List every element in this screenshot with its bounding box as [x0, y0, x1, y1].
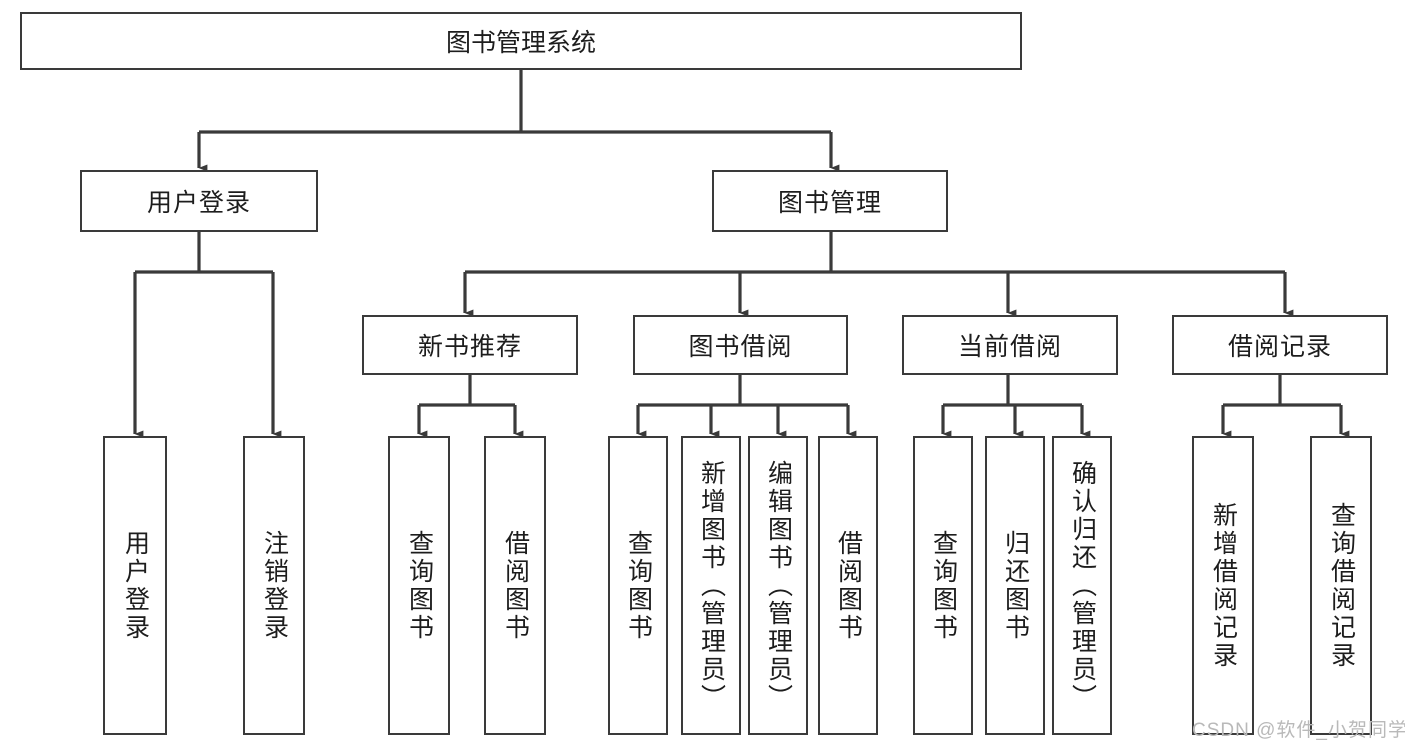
node-leaf-edit-book-label: 编辑图书（管理员）: [764, 459, 793, 712]
node-book-manage-label: 图书管理: [777, 189, 882, 217]
node-leaf-edit-book[interactable]: 编辑图书（管理员）: [748, 436, 808, 735]
node-leaf-add-record[interactable]: 新增借阅记录: [1192, 436, 1254, 735]
node-leaf-borrow-book-1[interactable]: 借阅图书: [484, 436, 546, 735]
node-leaf-logout-label: 注销登录: [260, 529, 289, 642]
node-leaf-borrow-book-1-label: 借阅图书: [501, 529, 530, 642]
node-leaf-user-login[interactable]: 用户登录: [103, 436, 167, 735]
node-current-borrow-label: 当前借阅: [957, 333, 1062, 361]
node-book-borrow-label: 图书借阅: [688, 333, 793, 361]
node-leaf-add-book[interactable]: 新增图书（管理员）: [681, 436, 741, 735]
node-leaf-return-book[interactable]: 归还图书: [985, 436, 1045, 735]
node-user-login[interactable]: 用户登录: [80, 170, 318, 232]
node-leaf-add-book-label: 新增图书（管理员）: [697, 459, 726, 712]
node-leaf-borrow-book-2-label: 借阅图书: [834, 529, 863, 642]
node-root[interactable]: 图书管理系统: [20, 12, 1022, 70]
node-leaf-borrow-book-2[interactable]: 借阅图书: [818, 436, 878, 735]
node-leaf-query-record[interactable]: 查询借阅记录: [1310, 436, 1372, 735]
node-leaf-query-record-label: 查询借阅记录: [1327, 501, 1356, 670]
node-leaf-confirm-return-label: 确认归还（管理员）: [1068, 459, 1097, 712]
node-leaf-query-book-3-label: 查询图书: [929, 529, 958, 642]
node-leaf-confirm-return[interactable]: 确认归还（管理员）: [1052, 436, 1112, 735]
node-current-borrow[interactable]: 当前借阅: [902, 315, 1118, 375]
node-leaf-add-record-label: 新增借阅记录: [1209, 501, 1238, 670]
node-leaf-user-login-label: 用户登录: [121, 529, 150, 642]
node-leaf-query-book-1-label: 查询图书: [405, 529, 434, 642]
node-new-book-recommend[interactable]: 新书推荐: [362, 315, 578, 375]
node-leaf-query-book-2-label: 查询图书: [624, 529, 653, 642]
node-user-login-label: 用户登录: [146, 189, 251, 217]
node-book-borrow[interactable]: 图书借阅: [633, 315, 848, 375]
node-leaf-query-book-2[interactable]: 查询图书: [608, 436, 668, 735]
node-new-book-recommend-label: 新书推荐: [417, 333, 522, 361]
node-leaf-query-book-1[interactable]: 查询图书: [388, 436, 450, 735]
node-borrow-record[interactable]: 借阅记录: [1172, 315, 1388, 375]
node-leaf-return-book-label: 归还图书: [1001, 529, 1030, 642]
node-leaf-logout[interactable]: 注销登录: [243, 436, 305, 735]
node-borrow-record-label: 借阅记录: [1227, 333, 1332, 361]
watermark-text: CSDN @软件_小贺同学: [1192, 720, 1405, 741]
node-root-label: 图书管理系统: [445, 29, 596, 57]
node-book-manage[interactable]: 图书管理: [712, 170, 948, 232]
node-leaf-query-book-3[interactable]: 查询图书: [913, 436, 973, 735]
